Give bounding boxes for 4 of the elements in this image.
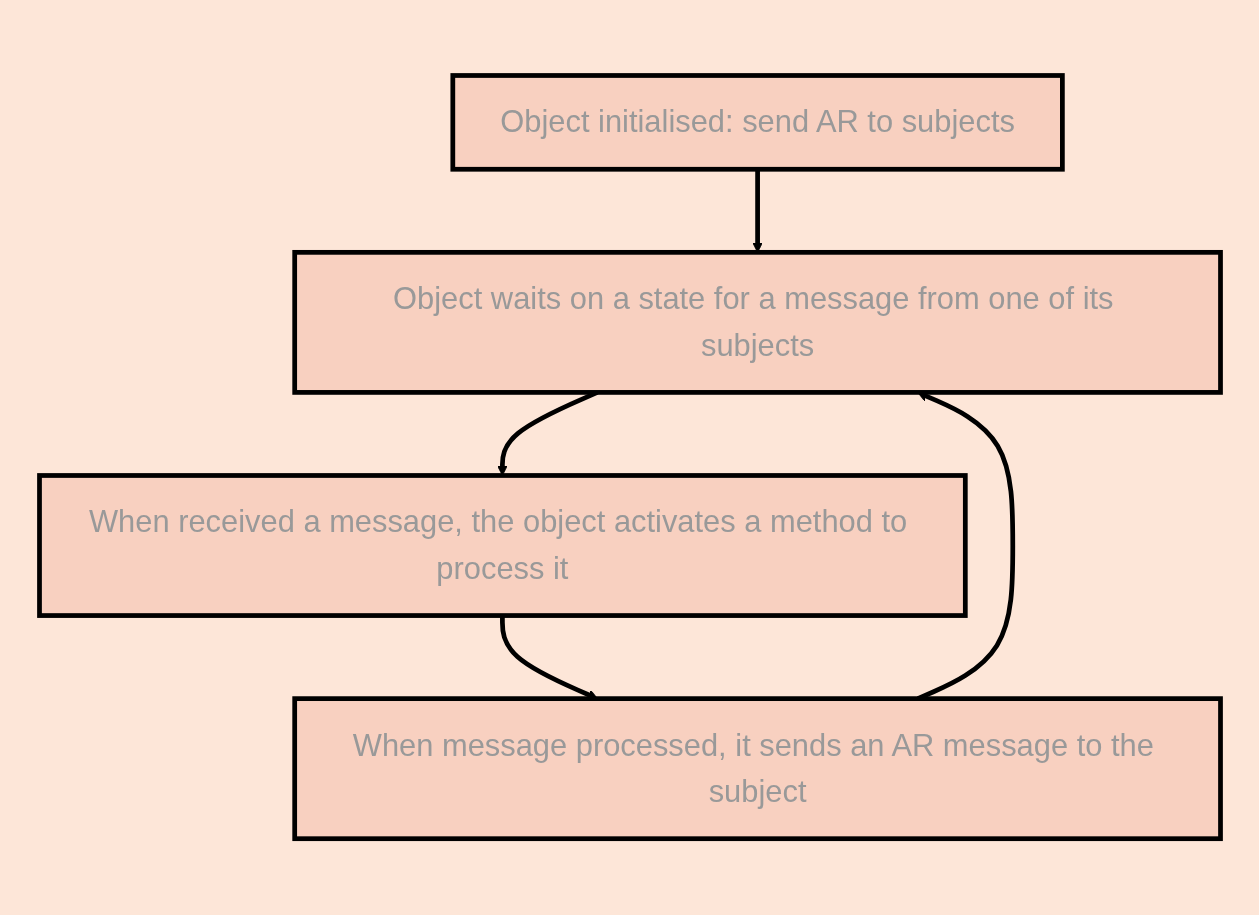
node-box: When message processed, it sends an AR message to the subject [291,696,1223,842]
node-box: Object waits on a state for a message from one of its subjects [291,250,1223,396]
node-box: Object initialised: send AR to subjects [449,73,1065,173]
node-box: When received a message, the object activates a method to process it [36,473,968,619]
